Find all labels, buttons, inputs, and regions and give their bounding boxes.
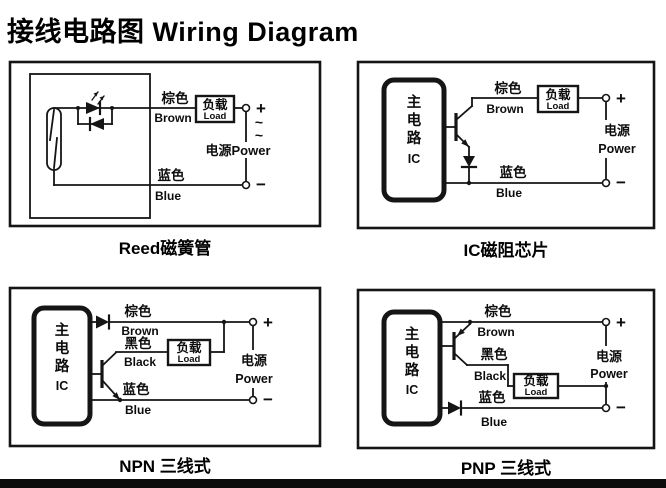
power-terminals: + 电源 Power − [229,313,279,409]
minus-sign: − [616,398,626,417]
minus-sign: − [263,390,273,409]
power-label-en: Power [598,142,636,156]
core-label-3: 路 [405,361,420,379]
load-box: 负载 Load [166,338,212,367]
minus-terminal [241,180,251,190]
plus-sign: + [616,89,626,108]
core-label-2: 电 [405,343,420,361]
load-label-cn: 负载 [202,97,228,112]
plus-sign: + [616,313,626,332]
power-label-cn: 电源 [241,353,267,368]
core-label-ic: IC [408,152,421,166]
blue-wire-label-cn: 蓝色 [479,389,506,405]
reed-circuit-diagram: 负载 Load + ~ ~ 电源Power − 棕色 Brown 蓝色 Blue [8,60,322,228]
core-label-2: 电 [55,339,70,357]
plus-sign: + [256,99,266,118]
blue-wire-label-cn: 蓝色 [500,164,528,180]
transistor-icon [443,97,474,149]
plus-terminal [601,93,611,103]
brown-wire-label-en: Brown [477,325,514,339]
transistor-icon [89,351,123,403]
main-circuit-box: 主 电 路 IC [31,305,93,427]
pnp-caption: PNP 三线式 [460,459,552,478]
sensor-housing-box [29,73,151,219]
brown-wire-label-cn: 棕色 [484,303,512,319]
npn-circuit-diagram: 主 电 路 IC 负载 [8,286,322,448]
brown-wire-label-cn: 棕色 [494,80,523,96]
plus-terminal [601,317,611,327]
minus-terminal [601,403,611,413]
power-terminals: + ~ ~ 电源Power − [202,99,274,194]
core-label-2: 电 [407,111,422,129]
blue-wire-label-en: Blue [125,403,151,417]
ic-caption: IC磁阻芯片 [463,241,549,260]
minus-sign: − [256,175,266,194]
minus-terminal [248,395,258,405]
brown-wire-label-en: Brown [121,324,158,338]
blue-wire-label-en: Blue [155,189,181,203]
pnp-circuit-diagram: 主 电 路 IC [356,288,656,450]
minus-sign: − [616,173,626,192]
power-label: 电源Power [205,143,270,158]
page-title: 接线电路图 Wiring Diagram [7,17,359,47]
power-label-cn: 电源 [596,349,622,364]
power-label-cn: 电源 [604,123,630,138]
load-label-en: Load [525,387,548,398]
brown-wire-label-cn: 棕色 [161,90,189,106]
black-wire-label-en: Black [124,355,156,369]
main-circuit-box: 主 电 路 IC [381,77,447,203]
blue-wire-label-en: Blue [496,186,522,200]
core-label-3: 路 [55,357,70,375]
scan-edge-bar [0,479,666,488]
blue-wire-label-en: Blue [481,415,507,429]
power-terminals: + 电源 Power − [592,89,640,192]
load-box: 负载 Load [194,94,236,124]
ac-sign-1: ~ [255,114,263,130]
core-label-ic: IC [406,383,419,397]
load-label-cn: 负载 [545,87,571,102]
core-label-1: 主 [407,93,422,111]
brown-wire-label-en: Brown [154,111,191,125]
load-label-cn: 负载 [176,340,202,355]
black-wire-label-en: Black [474,369,506,383]
black-wire-label-cn: 黑色 [125,335,152,351]
minus-terminal [601,178,611,188]
plus-sign: + [263,313,273,332]
load-label-en: Load [547,101,570,112]
load-box: 负载 Load [512,372,560,400]
load-box: 负载 Load [536,84,580,114]
plus-terminal [241,103,251,113]
core-label-ic: IC [56,379,69,393]
brown-wire-label-en: Brown [486,102,523,116]
black-wire-label-cn: 黑色 [481,346,508,362]
transistor-icon [439,319,473,367]
main-circuit-box: 主 电 路 IC [381,309,443,427]
ic-chip-circuit-diagram: 主 电 路 IC 负载 Loa [356,60,656,230]
power-terminals: + 电源 Power − [584,313,634,417]
plus-terminal [248,317,258,327]
load-label-en: Load [178,354,201,365]
power-label-en: Power [235,372,273,386]
reverse-diode-icon [88,116,104,132]
blue-wire-label-cn: 蓝色 [158,167,185,183]
ac-sign-2: ~ [255,127,263,143]
core-label-1: 主 [405,325,420,343]
reed-caption: Reed磁簧管 [118,239,212,258]
load-label-en: Load [204,111,227,122]
led-diode-icon [86,91,105,116]
blue-wire-label-cn: 蓝色 [123,381,150,397]
brown-wire-label-cn: 棕色 [124,303,152,319]
load-label-cn: 负载 [523,373,549,388]
npn-caption: NPN 三线式 [119,457,211,476]
core-label-1: 主 [55,321,70,339]
power-label-en: Power [590,367,628,381]
core-label-3: 路 [407,129,422,147]
